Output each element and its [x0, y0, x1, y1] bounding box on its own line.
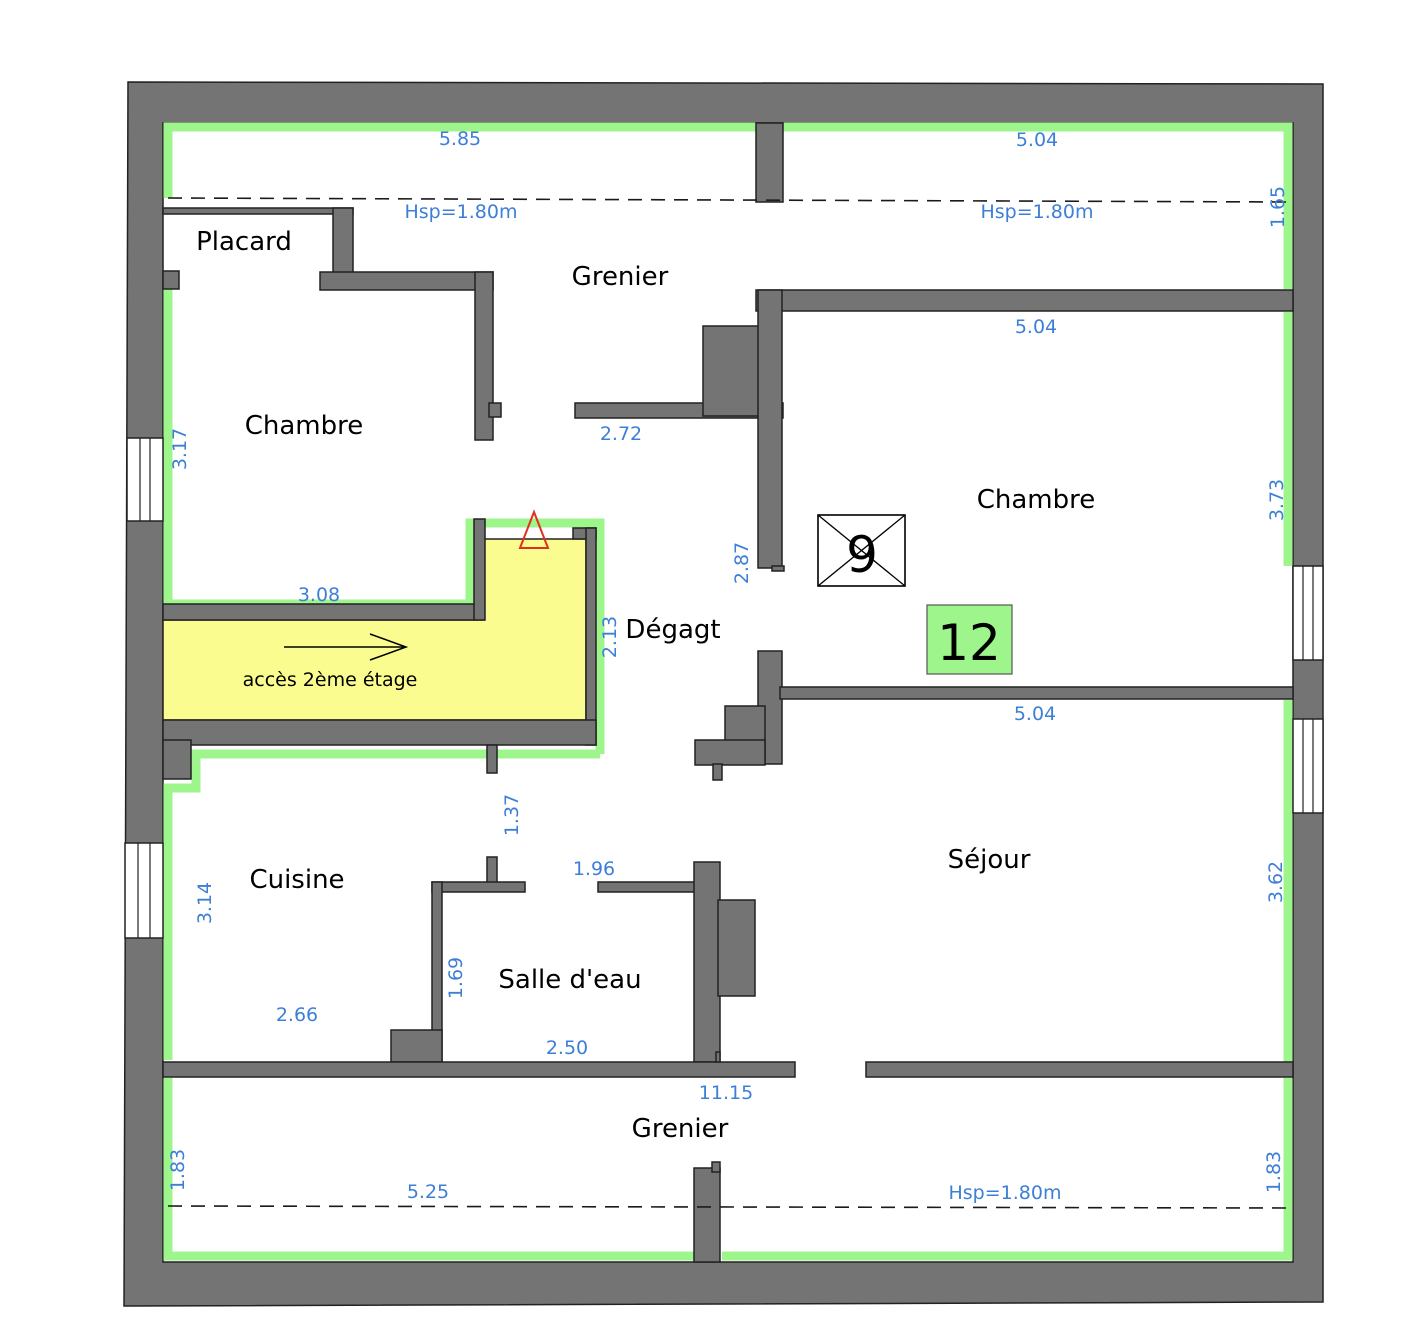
dim-total-length: 11.15	[699, 1082, 753, 1104]
window-chambre-left	[126, 437, 164, 522]
room-label-chambre-right: Chambre	[977, 485, 1096, 515]
dim-chambre-left-depth: 3.17	[169, 428, 191, 470]
room-label-grenier-bottom: Grenier	[632, 1114, 729, 1144]
dim-cuisine-width: 2.66	[276, 1004, 318, 1026]
zone-borders	[163, 122, 1293, 1261]
dim-grenier-bottom-left-width: 5.25	[407, 1181, 449, 1203]
window-cuisine	[124, 842, 164, 939]
dim-degagement-top-width: 2.72	[600, 423, 642, 445]
dim-stair-height: 2.13	[599, 616, 621, 658]
height-line-top	[167, 197, 1289, 203]
dim-sejour-depth: 3.62	[1265, 861, 1287, 903]
dim-degagement-right-height: 2.87	[731, 542, 753, 584]
dim-grenier-top-left-hsp: Hsp=1.80m	[405, 201, 518, 223]
window-sejour	[1292, 718, 1324, 814]
dim-grenier-bottom-right-hsp: Hsp=1.80m	[949, 1182, 1062, 1204]
dim-corridor-length: 1.37	[501, 794, 523, 836]
room-label-sejour: Séjour	[948, 845, 1031, 875]
height-line-bottom	[167, 1205, 1289, 1209]
room-label-cuisine: Cuisine	[249, 865, 344, 895]
dim-chambre-right-depth: 3.73	[1266, 479, 1288, 521]
interior-walls	[162, 122, 1294, 1263]
room-label-degagement: Dégagt	[625, 615, 720, 645]
dim-chambre-right-width: 5.04	[1015, 316, 1057, 338]
room-label-salle-eau: Salle d'eau	[498, 965, 641, 995]
room-count-badge: 12	[926, 604, 1013, 675]
stairs-arrow-icon	[284, 633, 409, 661]
dim-salle-eau-depth: 1.69	[445, 957, 467, 999]
dim-grenier-top-right-width: 5.04	[1016, 129, 1058, 151]
dim-grenier-bottom-right-depth: 1.83	[1263, 1151, 1285, 1193]
dimension-labels: 5.85 5.04 Hsp=1.80m Hsp=1.80m 5.04 2.72 …	[167, 128, 1289, 1204]
dim-cuisine-depth: 3.14	[194, 882, 216, 924]
warning-triangle-icon	[518, 509, 550, 549]
room-label-grenier-top: Grenier	[572, 262, 669, 292]
stair-zone	[162, 538, 587, 721]
floor-number-badge: 9	[817, 514, 906, 587]
dim-grenier-top-depth: 1.65	[1267, 186, 1289, 228]
room-label-placard: Placard	[196, 227, 292, 257]
stairs-access-note: accès 2ème étage	[243, 669, 418, 691]
windows	[124, 437, 1324, 939]
window-chambre-right	[1292, 565, 1324, 661]
dim-salle-eau-top: 1.96	[573, 858, 615, 880]
dim-grenier-top-left-width: 5.85	[439, 128, 481, 150]
dim-salle-eau-width: 2.50	[546, 1037, 588, 1059]
room-labels: Placard Grenier Chambre Chambre Dégagt C…	[196, 227, 1095, 1144]
dim-sejour-width: 5.04	[1014, 703, 1056, 725]
room-count-text: 12	[937, 614, 1001, 672]
room-label-chambre-left: Chambre	[245, 411, 364, 441]
dim-chambre-left-width: 3.08	[298, 584, 340, 606]
dim-grenier-bottom-left-depth: 1.83	[167, 1149, 189, 1191]
dim-grenier-top-right-hsp: Hsp=1.80m	[981, 201, 1094, 223]
floor-number-text: 9	[846, 526, 878, 584]
